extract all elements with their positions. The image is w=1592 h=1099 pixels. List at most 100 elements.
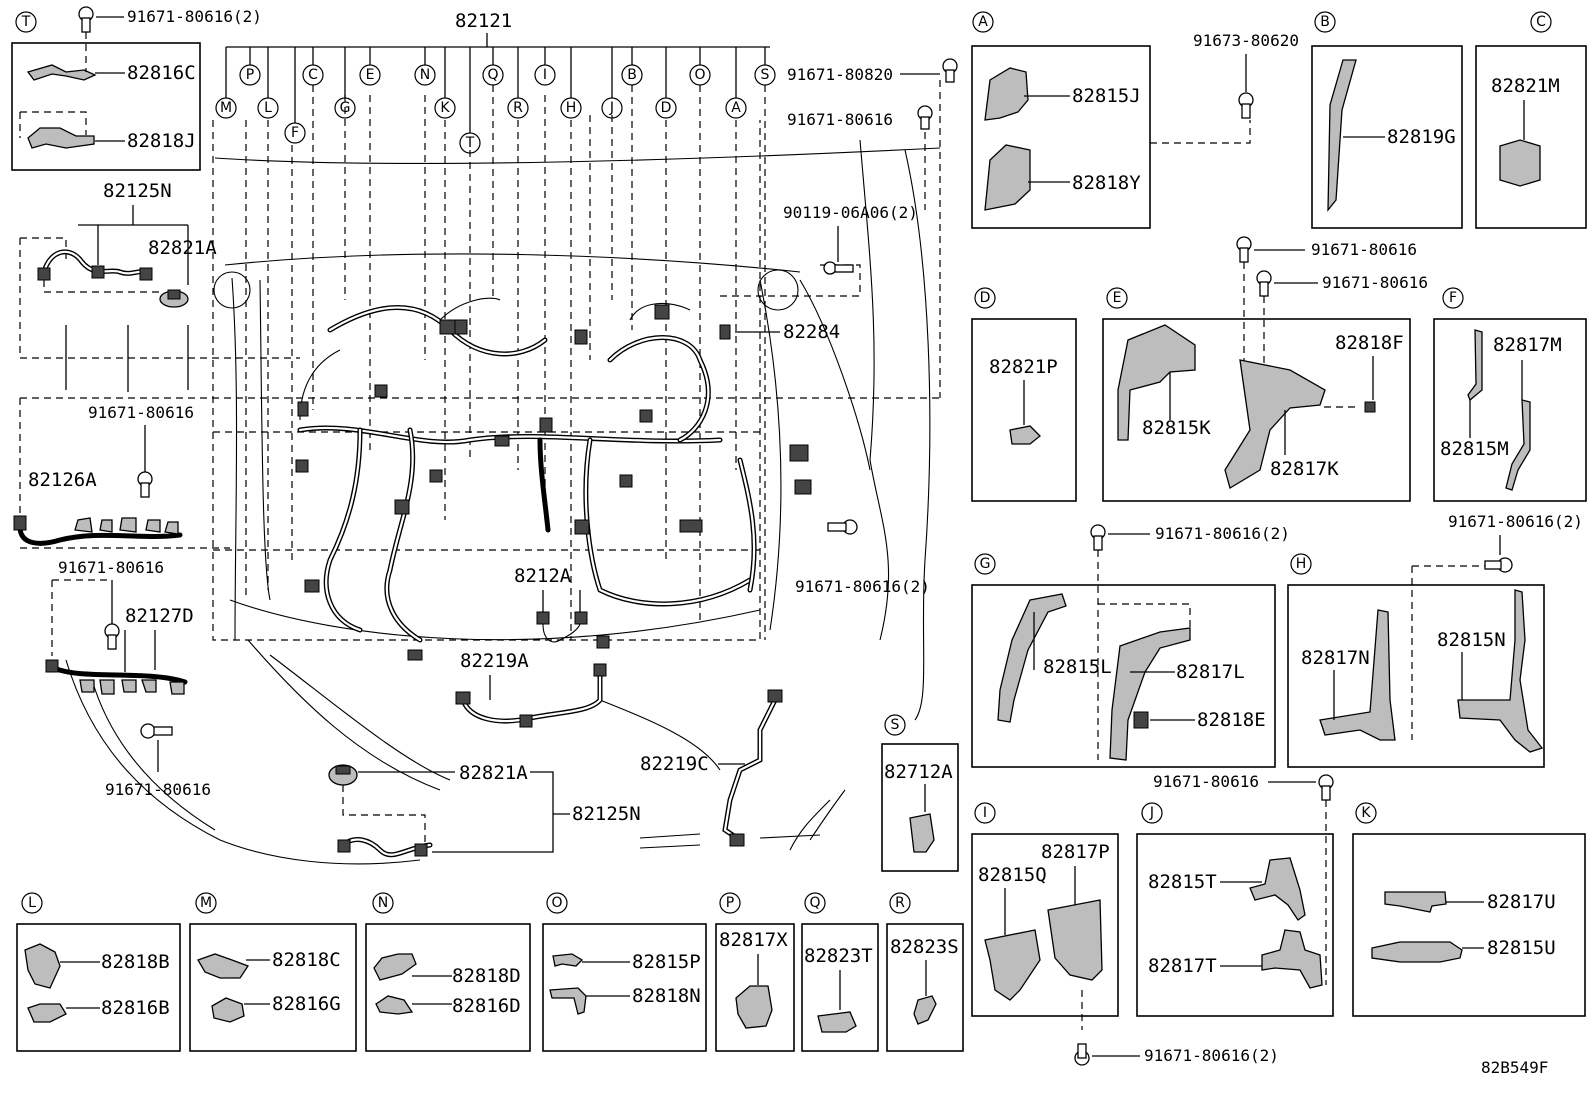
clip-82821a: [328, 764, 358, 786]
callout-letter: C: [308, 67, 318, 83]
callout-letter: A: [731, 100, 741, 116]
callout-f: F: [284, 47, 306, 144]
label-e-bolt-1: 91671-80616: [1311, 240, 1417, 259]
bolt-icon: [1318, 774, 1334, 801]
bolt-icon: [78, 6, 94, 33]
bolt-icon: [104, 623, 120, 650]
callout-q: Q: [482, 47, 504, 86]
label-82125n-main: 82125N: [572, 803, 641, 825]
bolt-icon: [140, 723, 173, 739]
callout-n: N: [414, 47, 436, 86]
label-82818d: 82818D: [452, 965, 521, 987]
box-letter: H: [1296, 556, 1307, 572]
main-lower-parts: 8212A 82219A 82219C: [455, 565, 783, 847]
box-letter: J: [1149, 805, 1154, 821]
box-letter: C: [1536, 14, 1546, 30]
label-82815t: 82815T: [1148, 871, 1217, 893]
callout-letter: S: [761, 67, 770, 83]
box-n: N 82818D 82816D: [365, 892, 531, 1052]
box-letter: N: [378, 895, 388, 911]
box-q: Q 82823T: [801, 892, 879, 1052]
label-e-bolt-2: 91671-80616: [1322, 273, 1428, 292]
box-letter: K: [1361, 805, 1371, 821]
box-letter: I: [983, 805, 987, 821]
callout-letter: M: [220, 100, 232, 116]
callout-c: C: [302, 47, 324, 86]
box-letter: M: [200, 895, 212, 911]
label-82818e: 82818E: [1197, 709, 1266, 731]
callout-letter: D: [661, 100, 672, 116]
callout-letter: E: [366, 67, 375, 83]
label-82818b: 82818B: [101, 951, 170, 973]
callout-a: A: [725, 47, 747, 119]
label-h-bolt: 91671-80616(2): [1448, 512, 1583, 531]
callout-l: L: [257, 47, 279, 119]
main-bottom-group: 82821A 82125N 91671-80616: [105, 723, 641, 858]
box-letter: D: [980, 290, 991, 306]
bolt-icon: [1090, 524, 1106, 551]
box-letter: F: [1449, 290, 1457, 306]
callout-letter: J: [609, 100, 614, 116]
bolt-icon: [823, 261, 854, 275]
label-82125n: 82125N: [103, 180, 172, 202]
label-82817p: 82817P: [1041, 841, 1110, 863]
callout-b: B: [621, 47, 643, 86]
bolt-icon: [1236, 236, 1252, 263]
label-82817n: 82817N: [1301, 647, 1370, 669]
callout-letter: B: [627, 67, 637, 83]
label-82219c: 82219C: [640, 753, 709, 775]
box-g: G 82815L 82817L 82818E: [971, 553, 1276, 768]
label-91671-80616-2: 91671-80616(2): [795, 577, 930, 596]
box-m: M 82818C 82816G: [189, 892, 357, 1052]
clip-icon: [159, 289, 189, 308]
callout-letter: P: [246, 67, 254, 83]
label-82818j: 82818J: [127, 130, 196, 152]
label-82817t: 82817T: [1148, 955, 1217, 977]
label-82821p: 82821P: [989, 356, 1058, 378]
bolt-icon: [137, 471, 153, 498]
label-82817m: 82817M: [1493, 334, 1562, 356]
box-e-bolts: 91671-80616 91671-80616: [1236, 236, 1428, 390]
box-letter: Q: [809, 895, 820, 911]
box-letter: B: [1320, 14, 1330, 30]
label-91671-80616-b: 91671-80616: [58, 558, 164, 577]
box-r: R 82823S: [886, 892, 964, 1052]
box-letter: R: [895, 895, 905, 911]
label-82817l: 82817L: [1176, 661, 1245, 683]
main-part-number: 82121: [455, 10, 512, 32]
label-82815k: 82815K: [1142, 417, 1211, 439]
callout-letter: I: [543, 67, 547, 83]
label-82816b: 82816B: [101, 997, 170, 1019]
box-l: L 82818B 82816B: [16, 892, 181, 1052]
label-82817u: 82817U: [1487, 891, 1556, 913]
callout-letter: F: [291, 125, 299, 141]
callout-letter: N: [420, 67, 430, 83]
bolt-icon: [1074, 1043, 1090, 1066]
label-82126a: 82126A: [28, 469, 97, 491]
callout-h: H: [560, 47, 582, 119]
label-82821a: 82821A: [148, 237, 217, 259]
label-82819g: 82819G: [1387, 126, 1456, 148]
label-82815q: 82815Q: [978, 864, 1047, 886]
main-right-callouts: 91671-80820 91671-80616 90119-06A06(2) 8…: [735, 58, 958, 596]
label-82815j: 82815J: [1072, 85, 1141, 107]
harness-connectors: [295, 304, 812, 661]
label-91671-80616-a: 91671-80616: [88, 403, 194, 422]
label-82818f: 82818F: [1335, 332, 1404, 354]
label-82127d: 82127D: [125, 605, 194, 627]
label-82712a: 82712A: [884, 761, 953, 783]
callout-k: K: [434, 47, 456, 119]
callout-letter: O: [694, 67, 705, 83]
box-o: O 82815P 82818N: [542, 892, 707, 1052]
box-f: F 82817M 82815M: [1433, 287, 1587, 502]
callout-letter: T: [465, 135, 475, 151]
box-letter: O: [551, 895, 562, 911]
bolt-icon: [1484, 557, 1513, 573]
label-82816d: 82816D: [452, 995, 521, 1017]
label-82817k: 82817K: [1270, 458, 1339, 480]
callout-p: P: [239, 47, 261, 86]
callout-letter: R: [513, 100, 523, 116]
ijk-bolt: 91671-80616: [1153, 772, 1334, 985]
